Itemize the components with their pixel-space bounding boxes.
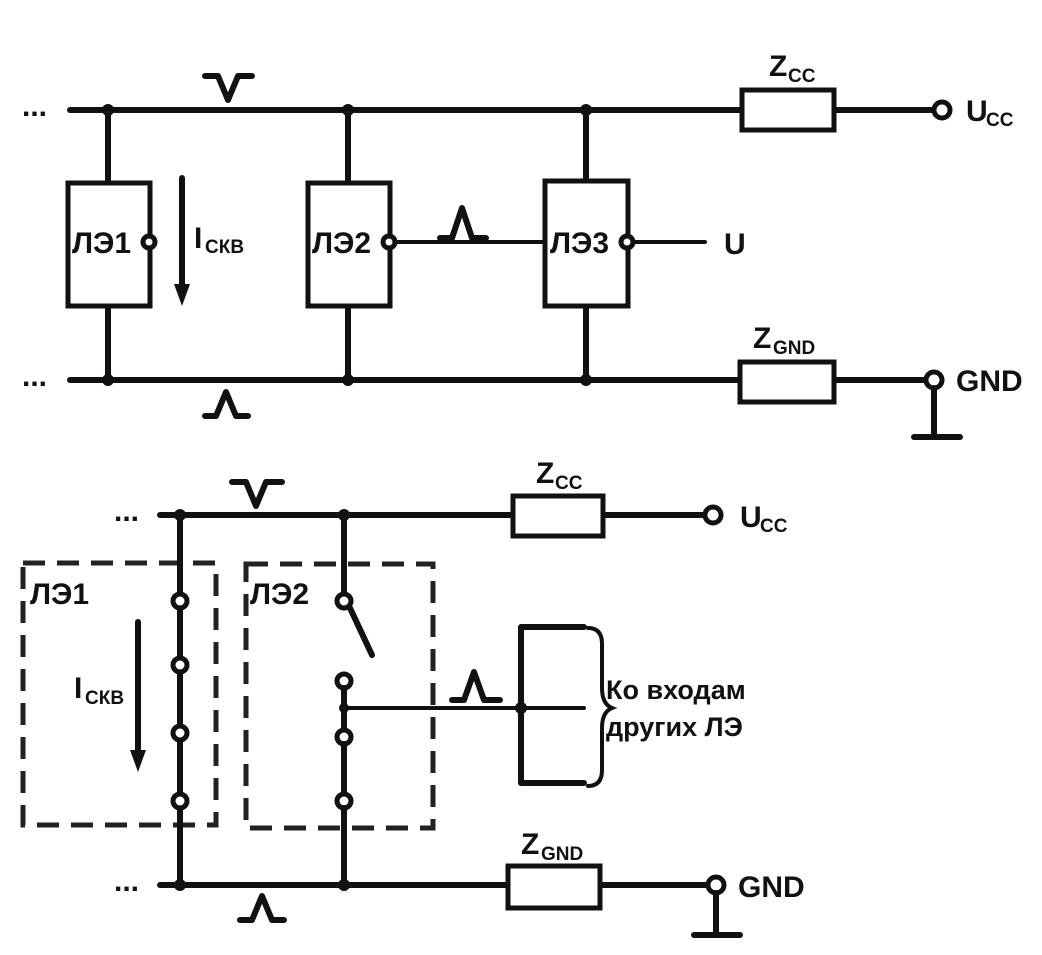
- top-zgnd-resistor: [737, 359, 837, 405]
- top-vcc-glitch: [202, 73, 255, 103]
- bottom-fanout-bracket: [518, 624, 587, 786]
- bottom-ucc-terminal: [702, 504, 724, 526]
- top-zgnd-label: Z: [753, 322, 771, 355]
- top-ucc-subscript: CC: [986, 110, 1014, 131]
- bottom-node-gnd-1: [174, 879, 186, 891]
- top-node-vcc-3: [580, 104, 592, 116]
- top-zcc-label: Z: [769, 50, 787, 83]
- bottom-le1-contact-2: [170, 655, 190, 675]
- bottom-curly-brace: [586, 626, 618, 788]
- top-node-gnd-1: [102, 374, 114, 386]
- top-zcc-resistor: [739, 87, 837, 133]
- bottom-node-gnd-2: [338, 879, 350, 891]
- bottom-node-vcc-2: [338, 509, 350, 521]
- top-le1-block: [65, 180, 153, 309]
- bottom-zcc-subscript: CC: [555, 473, 583, 494]
- top-le1-output-pin: [140, 233, 158, 251]
- bottom-zgnd-subscript: GND: [541, 844, 583, 865]
- bottom-le1-contact-1: [170, 591, 190, 611]
- bottom-current-subscript: СКВ: [85, 688, 124, 709]
- top-zcc-subscript: CC: [788, 66, 816, 87]
- bottom-zgnd-resistor: [505, 863, 603, 911]
- bottom-gnd-glitch: [237, 893, 287, 923]
- top-le3-block: [542, 178, 631, 309]
- bottom-le1-boundary: [20, 560, 219, 828]
- bottom-le1-contact-3: [170, 723, 190, 743]
- bottom-inputs-label-line2: других ЛЭ: [606, 712, 743, 742]
- bottom-vcc-glitch: [229, 479, 285, 509]
- bottom-zcc-label: Z: [536, 457, 554, 490]
- top-ellipsis-gnd: ...: [22, 360, 47, 393]
- bottom-ucc-label: U: [740, 501, 762, 534]
- top-node-vcc-1: [102, 104, 114, 116]
- bottom-le2-label: ЛЭ2: [250, 578, 309, 611]
- top-gnd-label: GND: [956, 365, 1023, 398]
- top-node-gnd-3: [580, 374, 592, 386]
- top-output-label: U: [724, 228, 746, 261]
- bottom-zcc-resistor: [510, 493, 606, 539]
- top-signal-glitch: [437, 205, 489, 241]
- bottom-le2-open-switch: [347, 605, 375, 658]
- bottom-le2-contact-1: [334, 591, 354, 611]
- bottom-le1-label: ЛЭ1: [30, 578, 89, 611]
- top-gnd-glitch: [202, 389, 251, 419]
- top-ellipsis-vcc: ...: [22, 90, 47, 123]
- top-node-gnd-2: [342, 374, 354, 386]
- top-zgnd-subscript: GND: [773, 338, 815, 359]
- bottom-ellipsis-vcc: ...: [114, 495, 139, 528]
- top-ucc-label: U: [966, 95, 988, 128]
- bottom-current-label: I: [74, 672, 82, 705]
- bottom-gnd-label: GND: [738, 871, 805, 904]
- bottom-circuit: ... ... ЛЭ1 I СКВ: [20, 457, 805, 938]
- top-node-vcc-2: [342, 104, 354, 116]
- bottom-node-vcc-1: [174, 509, 186, 521]
- bottom-le1-contact-4: [170, 791, 190, 811]
- top-le1-label: ЛЭ1: [72, 227, 131, 260]
- top-ucc-terminal: [931, 99, 953, 121]
- bottom-zgnd-label: Z: [521, 828, 539, 861]
- top-current-arrowhead: [174, 284, 190, 306]
- bottom-inputs-label-line1: Ко входам: [606, 675, 746, 705]
- bottom-signal-glitch: [449, 669, 503, 703]
- bottom-current-arrowhead: [130, 750, 146, 772]
- top-current-label: I: [194, 222, 202, 255]
- bottom-le2-boundary: [243, 561, 436, 831]
- bottom-ucc-subscript: CC: [760, 516, 788, 537]
- bottom-ellipsis-gnd: ...: [114, 865, 139, 898]
- top-le3-label: ЛЭ3: [550, 227, 609, 260]
- top-current-subscript: СКВ: [205, 237, 244, 258]
- top-le2-label: ЛЭ2: [312, 227, 371, 260]
- top-circuit: ... ... ЛЭ1 I СКВ Л: [22, 50, 1023, 440]
